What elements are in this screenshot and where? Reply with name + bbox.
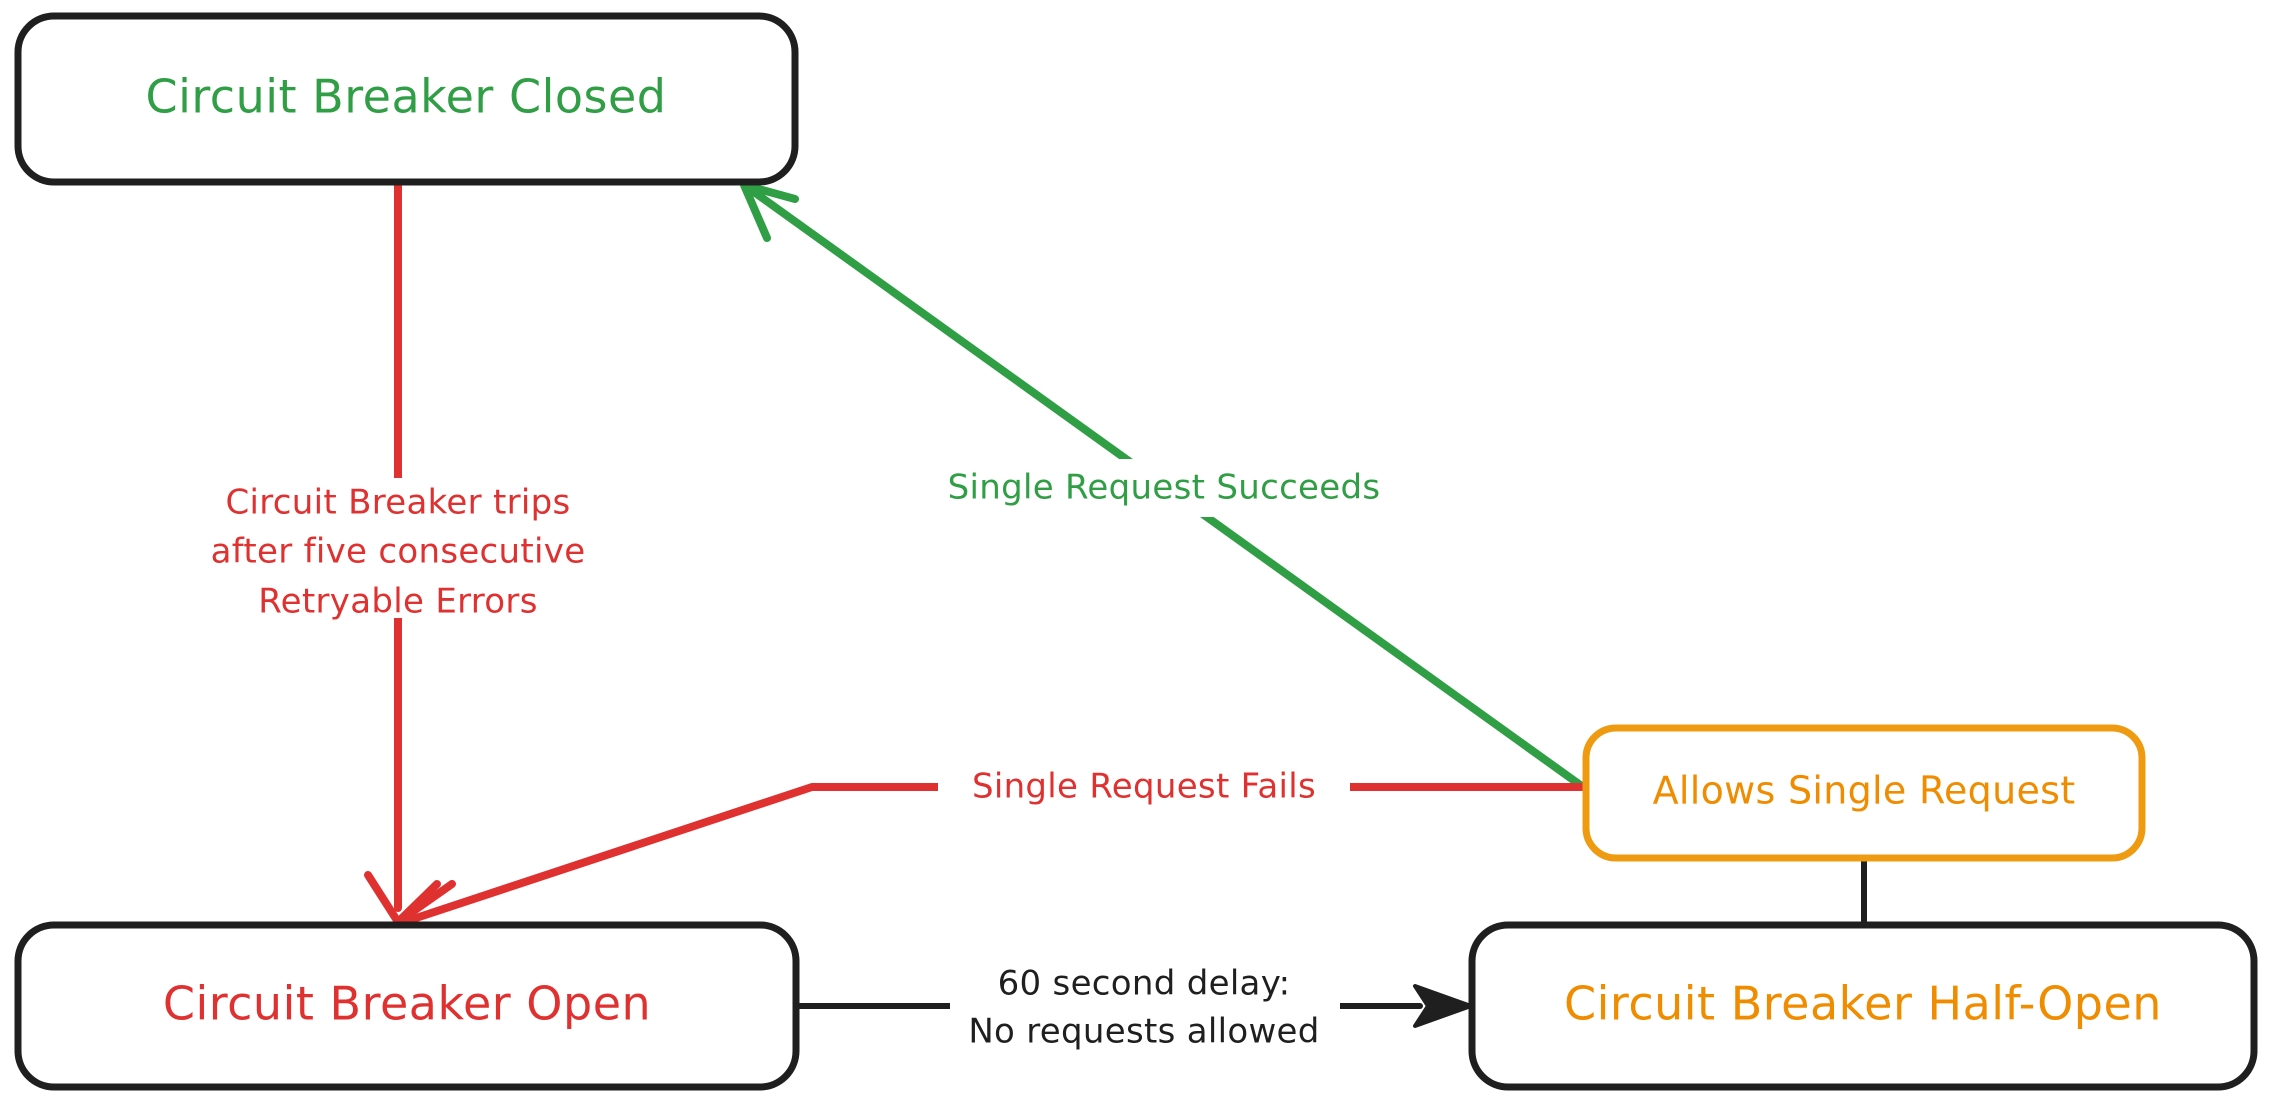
edge-label-open-to-half-open-backdrop: [950, 960, 1340, 1060]
node-circuit-breaker-closed-shape[interactable]: [14, 12, 799, 186]
node-allows-single-request-label: Allows Single Request: [1653, 769, 2076, 813]
node-allows-single-request[interactable]: Allows Single Request: [1582, 724, 2146, 862]
edge-label-allows-to-closed: Single Request Succeeds: [915, 459, 1415, 517]
edge-label-closed-to-open-line-3: Retryable Errors: [258, 582, 537, 622]
node-circuit-breaker-closed-label: Circuit Breaker Closed: [146, 70, 667, 124]
node-circuit-breaker-half-open[interactable]: Circuit Breaker Half-Open: [1468, 921, 2258, 1091]
node-circuit-breaker-open[interactable]: Circuit Breaker Open: [14, 921, 800, 1091]
edge-open-to-half-open-arrowhead: [1413, 984, 1473, 1028]
edge-label-allows-to-open-backdrop: [938, 762, 1350, 814]
node-circuit-breaker-open-label: Circuit Breaker Open: [163, 977, 651, 1031]
node-circuit-breaker-closed[interactable]: Circuit Breaker Closed: [14, 12, 799, 186]
edge-label-closed-to-open: Circuit Breaker trips after five consecu…: [165, 478, 595, 622]
edge-label-closed-to-open-line-1: Circuit Breaker trips: [225, 483, 570, 523]
node-allows-single-request-shape[interactable]: [1582, 724, 2146, 862]
node-circuit-breaker-open-shape[interactable]: [14, 921, 800, 1091]
edge-label-allows-to-closed-backdrop: [915, 459, 1415, 517]
edge-label-open-to-half-open: 60 second delay: No requests allowed: [950, 960, 1340, 1060]
edge-label-open-to-half-open-line-1: 60 second delay:: [998, 964, 1291, 1004]
edge-label-open-to-half-open-line-2: No requests allowed: [968, 1012, 1319, 1052]
edge-label-closed-to-open-line-2: after five consecutive: [211, 532, 586, 572]
node-circuit-breaker-half-open-shape[interactable]: [1468, 921, 2258, 1091]
node-circuit-breaker-half-open-label: Circuit Breaker Half-Open: [1564, 977, 2162, 1031]
edge-label-allows-to-closed-text: Single Request Succeeds: [948, 468, 1381, 508]
edge-open-to-half-open: [793, 984, 1473, 1028]
edge-label-allows-to-open-text: Single Request Fails: [972, 767, 1316, 807]
edge-label-closed-to-open-backdrop: [165, 478, 595, 618]
edge-label-allows-to-open: Single Request Fails: [938, 762, 1350, 814]
